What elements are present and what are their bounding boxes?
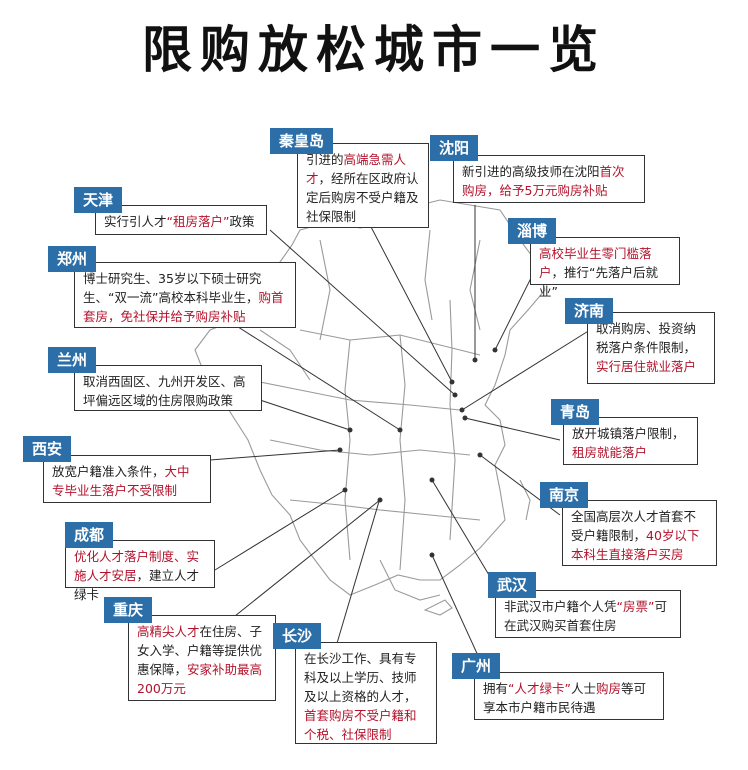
city-box-chongqing: 高精尖人才在住房、子女入学、户籍等提供优惠保障，安家补助最高200万元 [128, 615, 276, 701]
highlight-text: 购房 [595, 681, 621, 696]
description-text: 非武汉市户籍个人凭 [504, 599, 617, 614]
description-text: 取消西固区、九州开发区、高坪偏远区域的住房限购政策 [83, 374, 246, 408]
city-tag-guangzhou: 广州 [452, 653, 501, 679]
highlight-text: 高校毕业生零门槛落户 [539, 246, 652, 280]
city-tag-zhengzhou: 郑州 [48, 246, 97, 272]
description-text: 全国高层次人才首套不受户籍限制， [571, 509, 697, 543]
city-box-guangzhou: 拥有“人才绿卡”人士购房等可享本市户籍市民待遇 [474, 672, 664, 720]
highlight-text: 实行居住就业落户 [596, 359, 697, 374]
description-text: ，经所在区政府认定后购房不受户籍及社保限制 [306, 171, 419, 224]
city-tag-tianjin: 天津 [74, 187, 123, 213]
highlight-text: “房票” [616, 599, 655, 614]
city-tag-wuhan: 武汉 [488, 572, 537, 598]
city-box-shenyang: 新引进的高级技师在沈阳首次购房，给予5万元购房补贴 [453, 155, 645, 203]
description-text: ，推行 [551, 265, 590, 280]
highlight-text: 高精尖人才 [137, 624, 200, 639]
description-text: 实行引人才 [104, 214, 167, 229]
city-box-jinan: 取消购房、投资纳税落户条件限制， 实行居住就业落户 [587, 312, 715, 384]
description-text: 可在武汉购买首套住房 [504, 599, 667, 633]
description-text: 拥有 [483, 681, 509, 696]
city-box-chengdu: 优化人才落户制度、实施人才安居，建立人才绿卡 [65, 540, 215, 602]
city-box-zhengzhou: 博士研究生、35岁以下硕士研究生、“双一流”高校本科毕业生，购首套房，免社保并给… [74, 262, 296, 328]
description-text: 博士研究生、35岁以下硕士研究生、“双一流”高校本科毕业生， [83, 271, 262, 305]
city-tag-shenyang: 沈阳 [430, 135, 479, 161]
city-tag-chongqing: 重庆 [104, 597, 153, 623]
highlight-text: 购首套房，免社保并给予购房补贴 [83, 290, 284, 324]
city-dots [337, 347, 498, 558]
highlight-text: 首次购房，给予5万元购房补贴 [462, 164, 625, 198]
description-text: “先落户后就业” [539, 265, 659, 299]
description-text: 人士 [570, 681, 596, 696]
description-text: 在长沙工作、具有专科及以上学历、技师及以上资格的人才， [304, 651, 417, 704]
city-tag-xian: 西安 [23, 436, 72, 462]
city-box-tianjin: 实行引人才“租房落户”政策 [95, 205, 267, 235]
description-text: 放宽户籍准入条件， [52, 464, 165, 479]
city-tag-nanjing: 南京 [540, 482, 589, 508]
city-tag-changsha: 长沙 [273, 623, 322, 649]
city-box-zibo: 高校毕业生零门槛落户，推行“先落户后就业” [530, 237, 680, 299]
city-tag-qinhuangdao: 秦皇岛 [270, 128, 334, 154]
highlight-text: 大中专毕业生落户不受限制 [52, 464, 190, 498]
city-box-nanjing: 全国高层次人才首套不受户籍限制，40岁以下本科生直接落户买房 [562, 500, 717, 566]
highlight-text: 首套购房不受户籍和个税、社保限制 [304, 708, 417, 742]
highlight-text: 高端急需人才 [306, 152, 407, 186]
page-title: 限购放松城市一览 [142, 21, 606, 79]
city-tag-zibo: 淄博 [508, 218, 557, 244]
highlight-text: “租房落户” [166, 214, 230, 229]
city-tag-qingdao: 青岛 [551, 399, 600, 425]
highlight-text: “人才绿卡” [508, 681, 571, 696]
description-text: 放开城镇落户限制， [572, 426, 685, 441]
city-tag-lanzhou: 兰州 [48, 347, 97, 373]
highlight-text: 安家补助最高200万元 [137, 662, 263, 696]
city-box-qinhuangdao: 引进的高端急需人才，经所在区政府认定后购房不受户籍及社保限制 [297, 143, 429, 228]
city-box-lanzhou: 取消西固区、九州开发区、高坪偏远区域的住房限购政策 [74, 365, 262, 411]
city-box-xian: 放宽户籍准入条件，大中专毕业生落户不受限制 [43, 455, 211, 503]
description-text: 引进的 [306, 152, 344, 167]
description-text: 在住房、子女入学、户籍等提供优惠保障， [137, 624, 263, 677]
description-text: 政策 [229, 214, 255, 229]
map-outline [194, 199, 546, 616]
city-box-qingdao: 放开城镇落户限制， 租房就能落户 [563, 417, 698, 465]
description-text: 等可享本市户籍市民待遇 [483, 681, 647, 715]
highlight-text: 优化人才落户制度、实施人才安居 [74, 549, 200, 583]
city-box-wuhan: 非武汉市户籍个人凭“房票”可在武汉购买首套住房 [495, 590, 681, 638]
description-text: 取消购房、投资纳税落户条件限制， [596, 321, 697, 355]
city-tag-chengdu: 成都 [65, 522, 114, 548]
highlight-text: 40岁以下本科生直接落户买房 [571, 528, 700, 562]
description-text: 新引进的高级技师在沈阳 [462, 164, 600, 179]
description-text: ，建立人才绿卡 [74, 568, 200, 602]
city-box-changsha: 在长沙工作、具有专科及以上学历、技师及以上资格的人才， 首套购房不受户籍和个税、社… [295, 642, 437, 744]
highlight-text: 租房就能落户 [572, 445, 648, 460]
city-tag-jinan: 济南 [565, 298, 614, 324]
